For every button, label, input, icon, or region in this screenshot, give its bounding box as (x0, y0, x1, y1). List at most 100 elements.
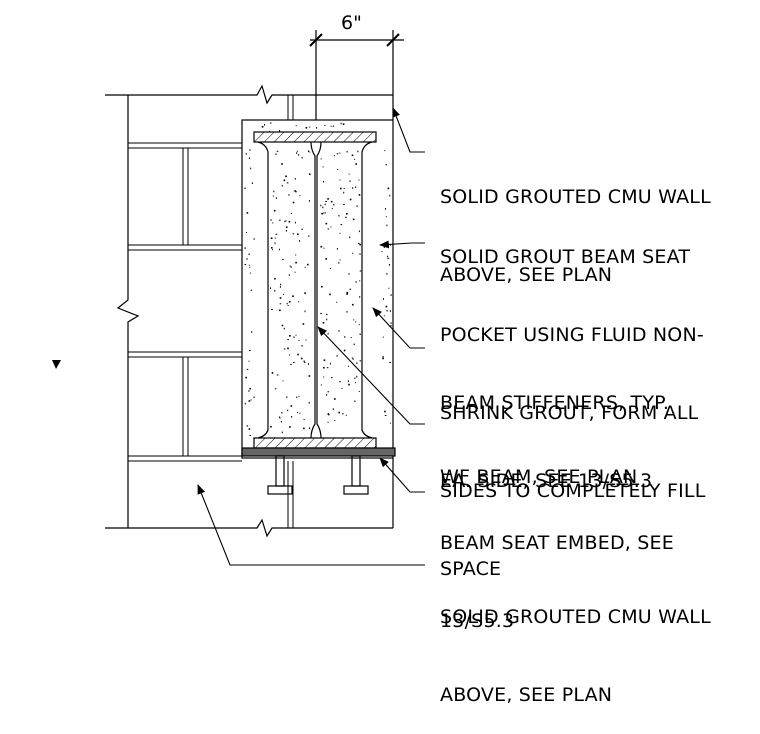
grout-speck (296, 150, 298, 152)
beam-seat-section-drawing (52, 30, 425, 566)
grout-speck (295, 125, 297, 127)
grout-speck (359, 333, 361, 335)
grout-speck (382, 356, 384, 358)
grout-speck (338, 411, 340, 414)
grout-speck (324, 125, 326, 126)
grout-speck (385, 164, 387, 166)
grout-speck (389, 422, 391, 424)
grout-speck (303, 361, 306, 363)
grout-speck (285, 396, 288, 398)
grout-speck (346, 291, 349, 294)
grout-speck (348, 365, 349, 367)
grout-speck (249, 387, 251, 390)
grout-speck (270, 287, 271, 289)
grout-speck (329, 268, 331, 269)
grout-speck (388, 287, 390, 289)
grout-speck (342, 413, 344, 415)
grout-speck (354, 382, 356, 384)
grout-speck (289, 335, 291, 337)
grout-speck (295, 334, 297, 336)
grout-speck (245, 232, 247, 233)
grout-speck (389, 362, 391, 363)
grout-speck (325, 258, 327, 260)
grout-speck (354, 158, 355, 160)
grout-speck (286, 302, 288, 305)
grout-speck (275, 233, 278, 235)
grout-speck (282, 258, 284, 260)
grout-speck (320, 245, 322, 247)
grout-speck (327, 413, 330, 415)
grout-speck (389, 194, 391, 197)
grout-speck (348, 273, 350, 275)
grout-speck (304, 266, 306, 268)
leader-lines (197, 107, 425, 566)
grout-speck (284, 220, 286, 223)
grout-speck (249, 266, 251, 268)
grout-speck (287, 339, 289, 341)
grout-speck (329, 362, 331, 365)
grout-speck (321, 212, 323, 215)
grout-speck (301, 228, 303, 230)
grout-speck (357, 242, 360, 244)
grout-speck (245, 153, 247, 155)
grout-speck (308, 402, 310, 404)
grout-speck (253, 396, 255, 398)
grout-speck (283, 293, 285, 295)
grout-speck (301, 345, 303, 347)
grout-speck (340, 224, 343, 226)
grout-speck (329, 293, 331, 296)
grout-speck (290, 266, 292, 268)
grout-speck (249, 149, 251, 151)
grout-speck (330, 200, 333, 203)
grout-speck (295, 261, 297, 264)
grout-speck (385, 305, 388, 308)
grout-speck (353, 319, 355, 321)
grout-speck (294, 190, 296, 192)
grout-speck (289, 354, 290, 356)
grout-speck (325, 201, 327, 202)
grout-speck (276, 150, 279, 152)
grout-speck (333, 155, 335, 157)
grout-speck (339, 232, 341, 234)
grout-speck (381, 251, 383, 253)
grout-speck (359, 280, 361, 282)
grout-speck (273, 209, 276, 212)
grout-speck (250, 167, 252, 170)
grout-speck (290, 405, 293, 407)
grout-speck (348, 383, 350, 386)
grout-speck (385, 216, 387, 218)
grout-speck (339, 179, 341, 181)
grout-speck (248, 428, 251, 430)
grout-speck (345, 414, 347, 416)
grout-speck (292, 295, 294, 297)
wf-beam (253, 131, 377, 449)
grout-speck (288, 274, 290, 276)
grout-speck (338, 330, 340, 332)
grout-speck (330, 125, 332, 127)
grout-speck (359, 253, 361, 255)
grout-speck (289, 265, 291, 267)
grout-speck (309, 126, 311, 128)
grout-speck (324, 203, 326, 206)
grout-speck (301, 156, 303, 159)
grout-speck (389, 310, 391, 312)
grout-speck (250, 399, 252, 401)
grout-speck (349, 288, 352, 290)
grout-speck (351, 357, 353, 359)
grout-speck (246, 368, 249, 370)
leader-grout-pocket (379, 240, 425, 249)
section-mark-icon (52, 360, 61, 369)
grout-speck (281, 163, 283, 165)
grout-speck (292, 233, 295, 235)
grout-speck (384, 150, 386, 152)
grout-speck (285, 220, 287, 222)
grout-speck (303, 419, 305, 420)
grout-speck (248, 360, 250, 362)
grout-speck (355, 186, 357, 188)
grout-speck (316, 127, 318, 129)
grout-speck (336, 248, 338, 250)
grout-pocket (241, 119, 394, 459)
grout-speck (298, 395, 300, 397)
grout-speck (269, 130, 270, 133)
grout-speck (387, 187, 390, 190)
